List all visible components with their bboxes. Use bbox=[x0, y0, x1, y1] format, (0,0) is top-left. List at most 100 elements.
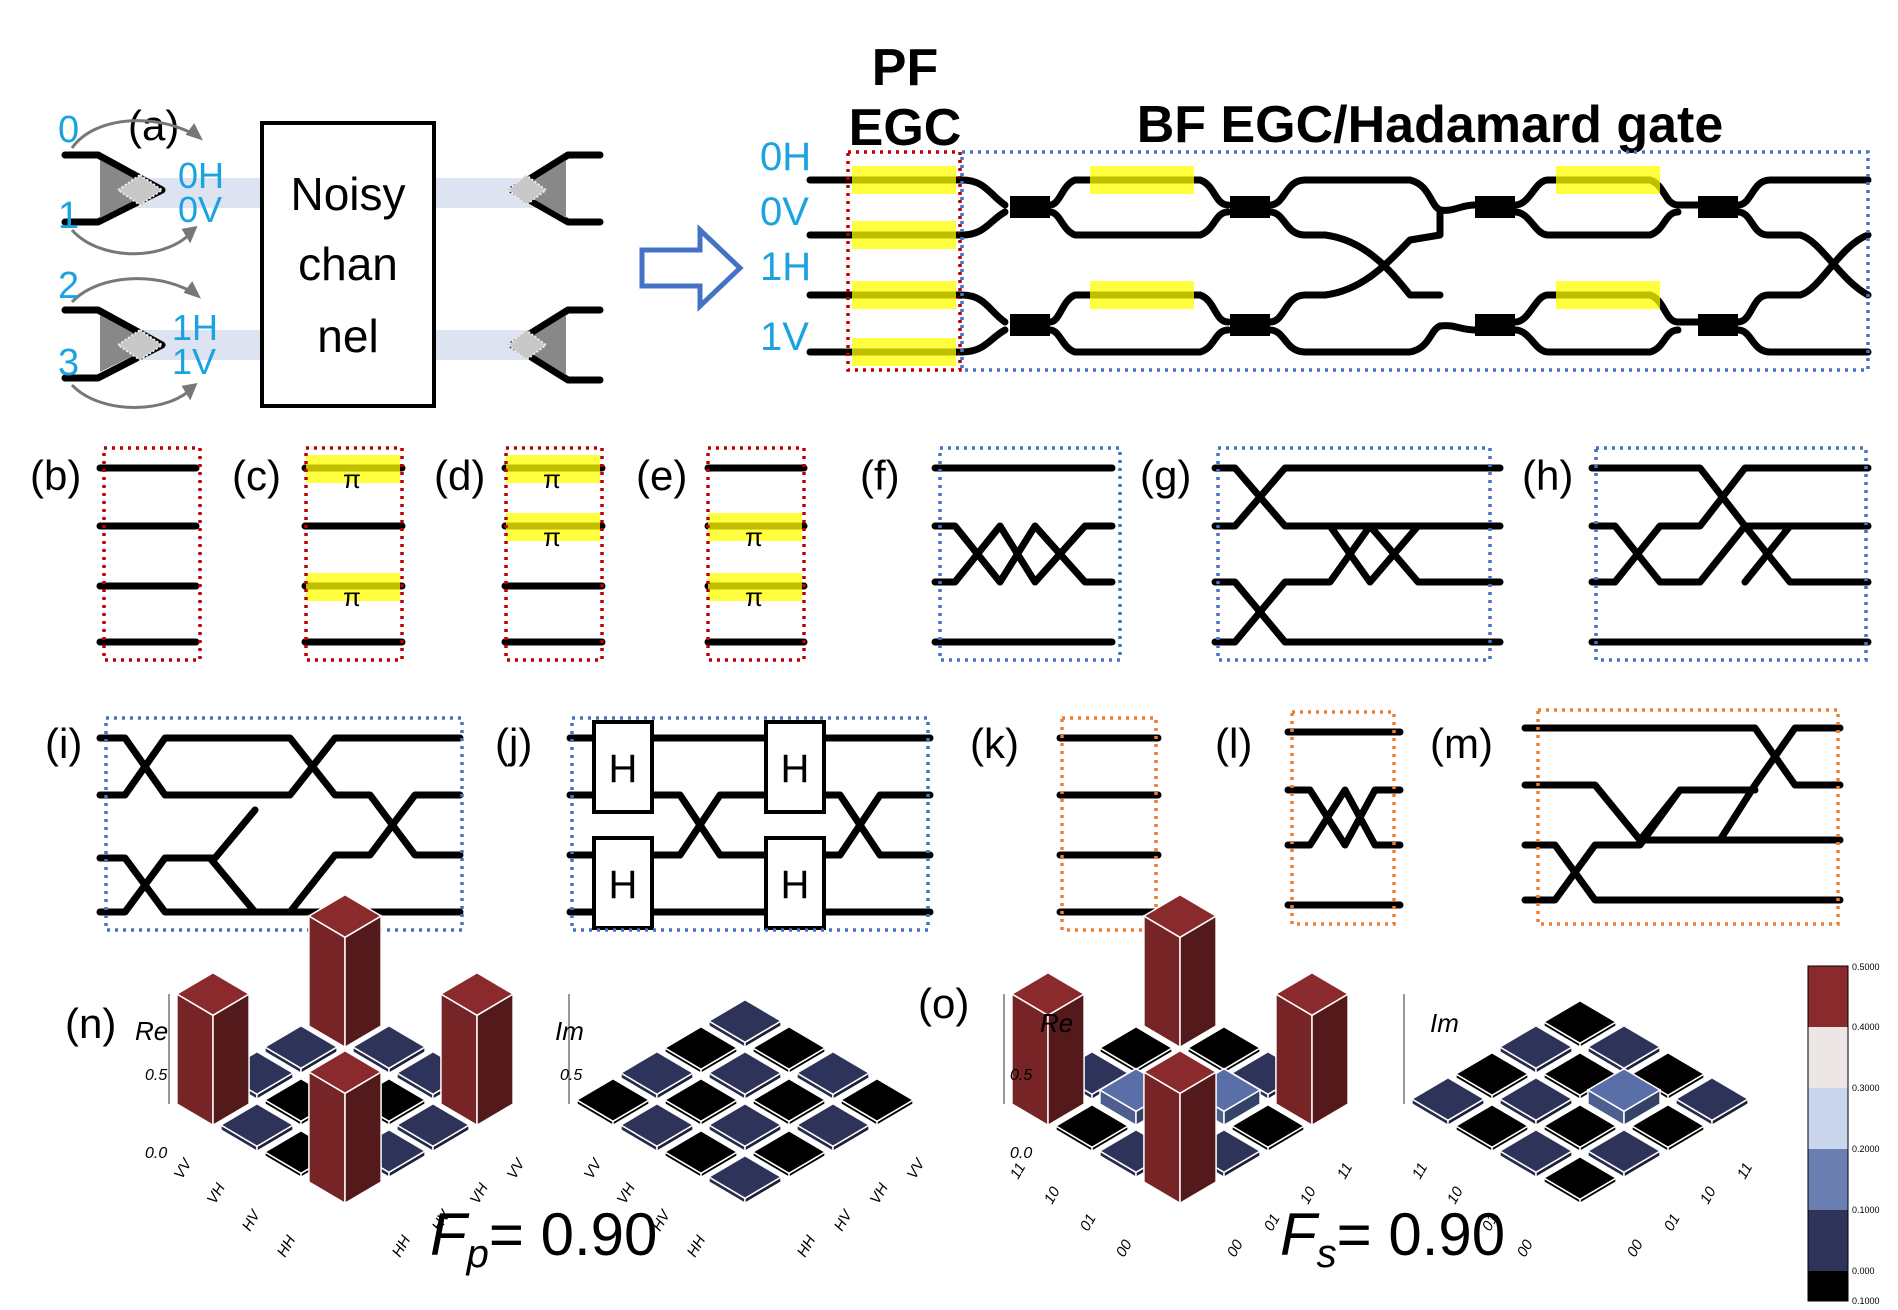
o-im-tick-right-01: 01 bbox=[1661, 1211, 1684, 1234]
panel-label-l: (l) bbox=[1215, 720, 1252, 767]
hadamard-label-1: H bbox=[609, 747, 638, 791]
o-im-tick-left-00: 00 bbox=[1514, 1236, 1537, 1260]
mode-label-0h: 0H bbox=[178, 155, 224, 196]
main-circuit: PF EGC BF EGC/Hadamard gate 0H 0V 1H 1V bbox=[760, 39, 1872, 372]
n-tick-left-vh: VH bbox=[204, 1180, 229, 1207]
coupler-lower-left bbox=[61, 306, 166, 382]
panel-m bbox=[1521, 708, 1844, 926]
pf-phase-shifter-1h bbox=[852, 281, 956, 309]
panel-label-c: (c) bbox=[232, 452, 281, 499]
colorbar-segment-3 bbox=[1808, 1088, 1848, 1149]
n-tick-left-hh: HH bbox=[274, 1233, 300, 1260]
o-im-label: Im bbox=[1430, 1008, 1459, 1038]
n-tick-right-vv: VV bbox=[504, 1154, 530, 1182]
o-tick-left-01: 01 bbox=[1077, 1211, 1100, 1234]
bf-lower-pair bbox=[958, 281, 1872, 356]
hadamard-box-2 bbox=[764, 720, 826, 814]
mode-label-1h: 1H bbox=[172, 307, 218, 348]
panel-a: (a) bbox=[58, 102, 604, 409]
panel-label-j: (j) bbox=[495, 720, 532, 767]
port-number-1: 1 bbox=[58, 195, 79, 237]
o-tick-right-01: 01 bbox=[1261, 1211, 1284, 1234]
hadamard-box-3 bbox=[592, 836, 654, 930]
phase-pi-e2: π bbox=[745, 582, 763, 612]
panel-h bbox=[1588, 446, 1872, 662]
n-im-tick-right-hh: HH bbox=[794, 1233, 820, 1260]
o-tick-left-00: 00 bbox=[1113, 1236, 1136, 1260]
hadamard-box-1 bbox=[592, 720, 654, 814]
panel-b bbox=[96, 446, 202, 662]
fidelity-s-symbol: F bbox=[1280, 1201, 1320, 1268]
n-im-ztick-top: 0.5 bbox=[560, 1067, 582, 1084]
fidelity-s-subscript: s bbox=[1317, 1232, 1337, 1276]
o-im-tick-left-01: 01 bbox=[1479, 1211, 1502, 1234]
panel-e: π π bbox=[704, 446, 808, 662]
crossing-upper-to-lower bbox=[1321, 231, 1444, 299]
channel-text-line2: chan bbox=[298, 238, 398, 290]
n-tick-right-hh: HH bbox=[389, 1233, 415, 1260]
fidelity-p-value: = 0.90 bbox=[489, 1201, 658, 1268]
panel-label-b: (b) bbox=[30, 452, 81, 499]
colorbar-tick-6: 0.000 bbox=[1852, 1266, 1875, 1276]
tomography-o-real bbox=[1003, 893, 1350, 1205]
colorbar-segment-5 bbox=[1808, 1210, 1848, 1271]
hadamard-box-4 bbox=[764, 836, 826, 930]
o-tick-right-10: 10 bbox=[1297, 1183, 1320, 1207]
fidelity-p-label: Fp= 0.90 bbox=[430, 1201, 657, 1276]
tomography-o-imag bbox=[1403, 994, 1750, 1205]
port-number-0: 0 bbox=[58, 109, 79, 151]
colorbar-tick-4: 0.2000 bbox=[1852, 1144, 1880, 1154]
hadamard-label-3: H bbox=[609, 863, 638, 907]
pf-phase-shifter-1v bbox=[852, 338, 956, 366]
circuit-mode-0h: 0H bbox=[760, 135, 811, 179]
panel-label-f: (f) bbox=[860, 452, 900, 499]
phase-pi-c1: π bbox=[343, 464, 361, 494]
panel-j: H H H H bbox=[566, 716, 934, 932]
n-tick-left-vv: VV bbox=[171, 1154, 197, 1182]
n-im-tick-left-hh: HH bbox=[684, 1233, 710, 1260]
port-number-2: 2 bbox=[58, 265, 79, 307]
tomography-n-imag bbox=[568, 994, 915, 1205]
n-im-tick-right-vh: VH bbox=[867, 1180, 892, 1207]
n-ztick-top: 0.5 bbox=[145, 1067, 167, 1084]
mode-label-1v: 1V bbox=[172, 341, 216, 382]
n-im-tick-right-vv: VV bbox=[904, 1154, 930, 1182]
bf-egc-boundary bbox=[960, 150, 1870, 372]
transform-arrow-icon bbox=[639, 224, 744, 312]
o-re-label: Re bbox=[1040, 1008, 1073, 1038]
pf-egc-boundary bbox=[846, 150, 962, 372]
phase-pi-c2: π bbox=[343, 582, 361, 612]
o-basis-ticks: 11 10 01 00 00 01 10 11 11 10 01 00 00 0… bbox=[1007, 1160, 1757, 1260]
colorbar-segment-6 bbox=[1808, 1271, 1848, 1301]
port-number-3: 3 bbox=[58, 342, 79, 384]
n-tick-left-hv: HV bbox=[239, 1206, 265, 1234]
coupler-upper-left bbox=[61, 151, 166, 226]
n-im-tick-right-hv: HV bbox=[831, 1206, 857, 1234]
panel-label-e: (e) bbox=[636, 452, 687, 499]
o-im-tick-right-00: 00 bbox=[1624, 1236, 1647, 1260]
phase-pi-d1: π bbox=[543, 464, 561, 494]
panel-c: π π bbox=[301, 446, 406, 662]
circuit-mode-1h: 1H bbox=[760, 245, 811, 289]
colorbar-segment-4 bbox=[1808, 1149, 1848, 1210]
noisy-channel-box bbox=[260, 121, 436, 408]
o-im-tick-right-11: 11 bbox=[1734, 1160, 1757, 1182]
n-im-tick-left-vv: VV bbox=[581, 1154, 607, 1182]
colorbar-segment-1 bbox=[1808, 966, 1848, 1027]
n-im-label: Im bbox=[555, 1016, 584, 1046]
hadamard-label-4: H bbox=[781, 863, 810, 907]
colorbar-tick-7: 0.1000 bbox=[1852, 1296, 1880, 1306]
colorbar-tick-3: 0.3000 bbox=[1852, 1083, 1880, 1093]
channel-text-line3: nel bbox=[317, 310, 378, 362]
phase-pi-d2: π bbox=[543, 522, 561, 552]
panel-d: π π bbox=[501, 446, 606, 662]
panel-g bbox=[1211, 446, 1504, 662]
o-tick-right-00: 00 bbox=[1224, 1236, 1247, 1260]
coupler-lower-right bbox=[506, 306, 604, 384]
hadamard-label-2: H bbox=[781, 747, 810, 791]
panel-k bbox=[1056, 716, 1162, 932]
panel-l bbox=[1284, 710, 1404, 926]
n-re-label: Re bbox=[135, 1016, 168, 1046]
channel-text-line1: Noisy bbox=[290, 168, 405, 220]
colorbar-segment-2 bbox=[1808, 1027, 1848, 1088]
